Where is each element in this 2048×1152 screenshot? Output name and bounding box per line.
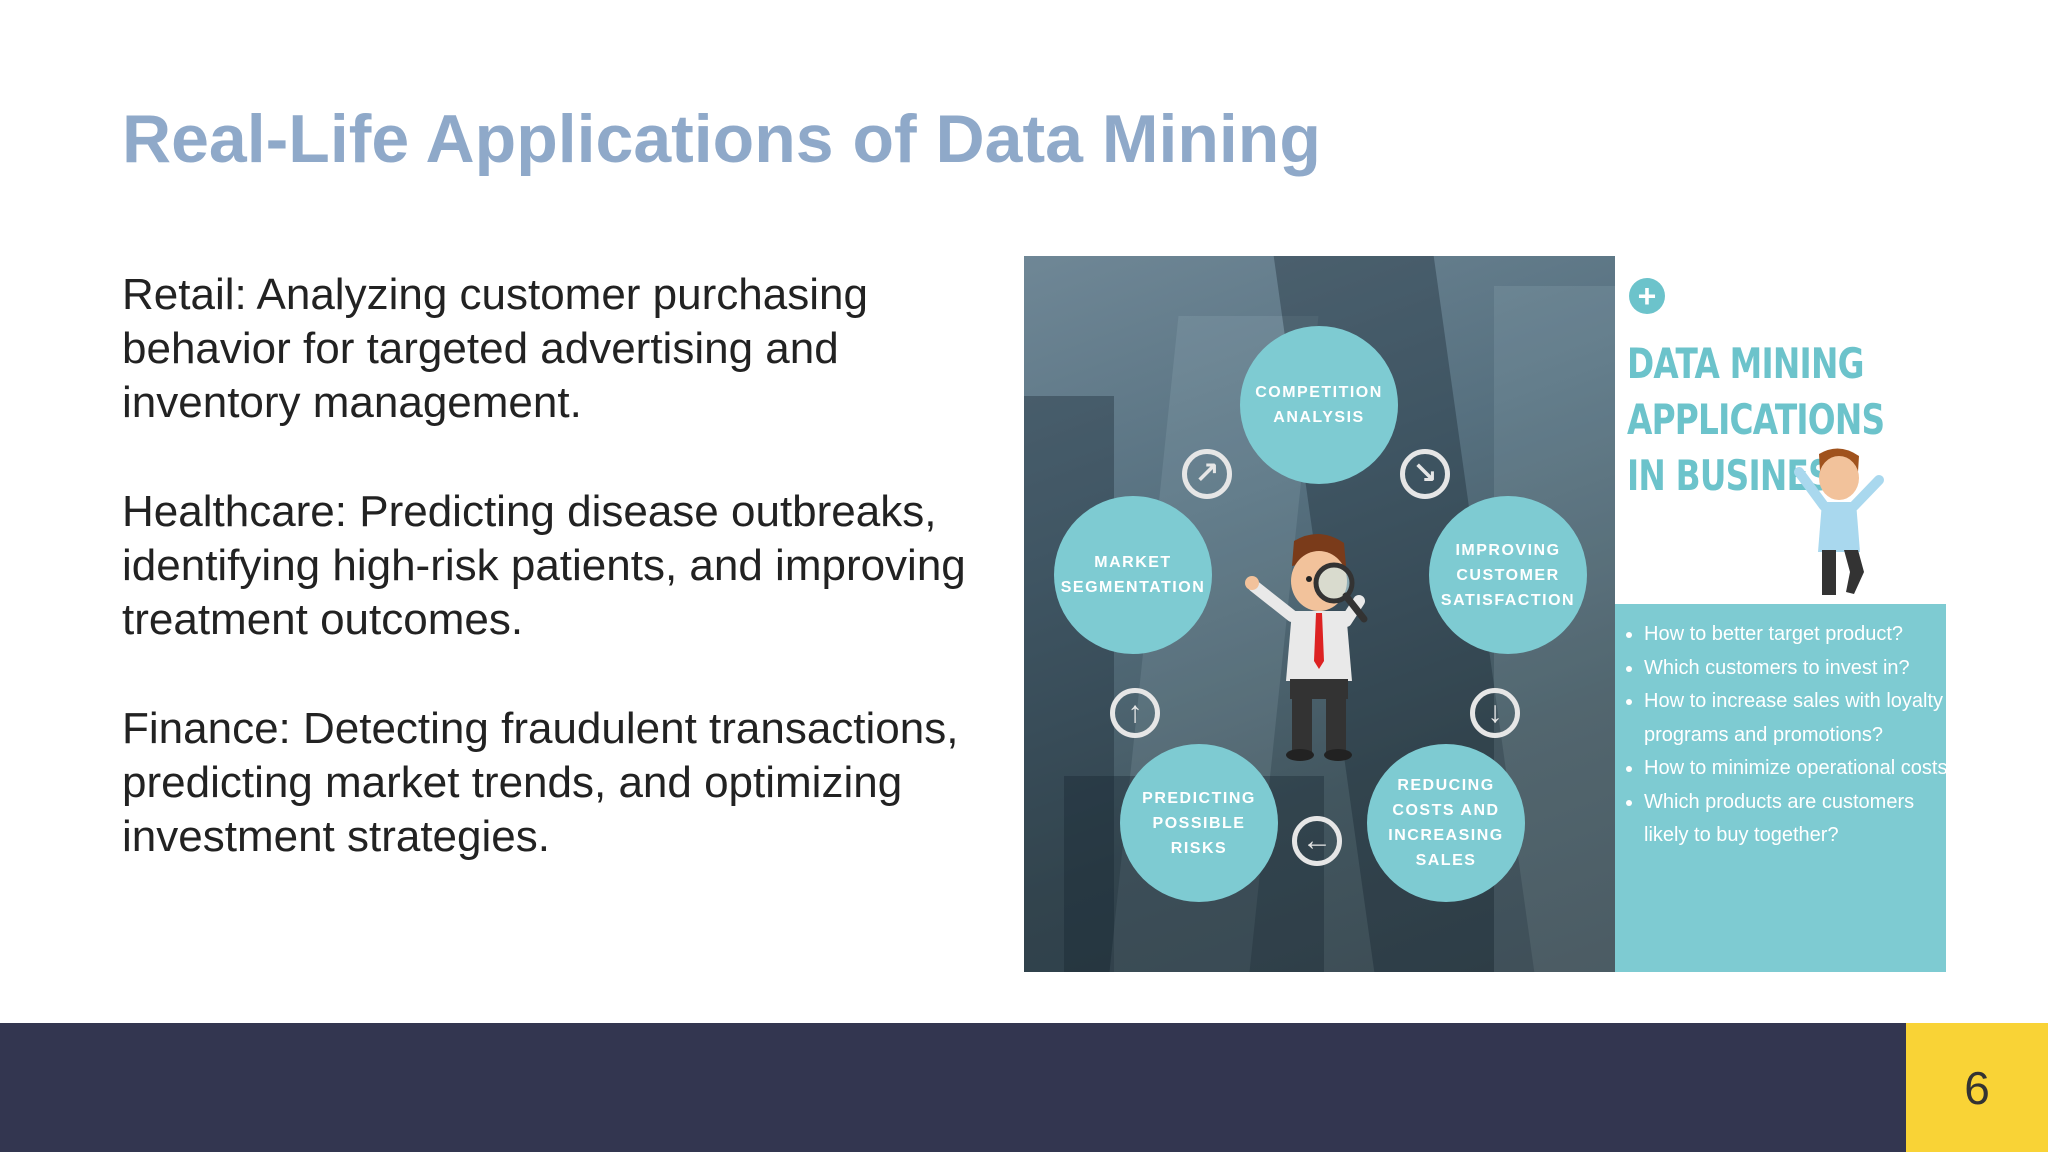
slide-body: Retail: Analyzing customer purchasing be… [122,268,1022,919]
arrow-down-icon: ↓ [1470,688,1520,738]
arrow-up-icon: ↑ [1110,688,1160,738]
arrow-up-right-icon: ↗ [1182,449,1232,499]
questions-box [1615,604,1946,972]
list-item: How to increase sales with loyalty progr… [1644,685,1946,752]
businessman-with-magnifier-icon [1245,533,1368,761]
slide-title: Real-Life Applications of Data Mining [122,101,1321,177]
page-number: 6 [1906,1023,2048,1152]
arrow-down-right-icon: ↘ [1400,449,1450,499]
list-item: How to minimize operational costs? [1644,752,1946,786]
paragraph-retail: Retail: Analyzing customer purchasing be… [122,270,868,427]
paragraph-finance: Finance: Detecting fraudulent transactio… [122,704,959,861]
paragraph-healthcare: Healthcare: Predicting disease outbreaks… [122,487,966,644]
circle-predicting-risks: PREDICTING POSSIBLE RISKS [1120,744,1278,902]
list-item: Which customers to invest in? [1644,652,1946,686]
footer-bar [0,1023,2048,1152]
list-item: How to better target product? [1644,618,1946,652]
list-item: Which products are customers likely to b… [1644,786,1946,853]
circle-improving-customer-satisfaction: IMPROVING CUSTOMER SATISFACTION [1429,496,1587,654]
plus-icon: + [1629,278,1665,314]
data-mining-infographic: COMPETITION ANALYSIS IMPROVING CUSTOMER … [1024,256,1946,972]
cheering-man-icon [1794,448,1884,595]
circle-market-segmentation: MARKET SEGMENTATION [1054,496,1212,654]
questions-list: How to better target product? Which cust… [1624,618,1946,853]
circle-competition-analysis: COMPETITION ANALYSIS [1240,326,1398,484]
circle-reducing-costs: REDUCING COSTS AND INCREASING SALES [1367,744,1525,902]
arrow-left-icon: ← [1292,816,1342,866]
